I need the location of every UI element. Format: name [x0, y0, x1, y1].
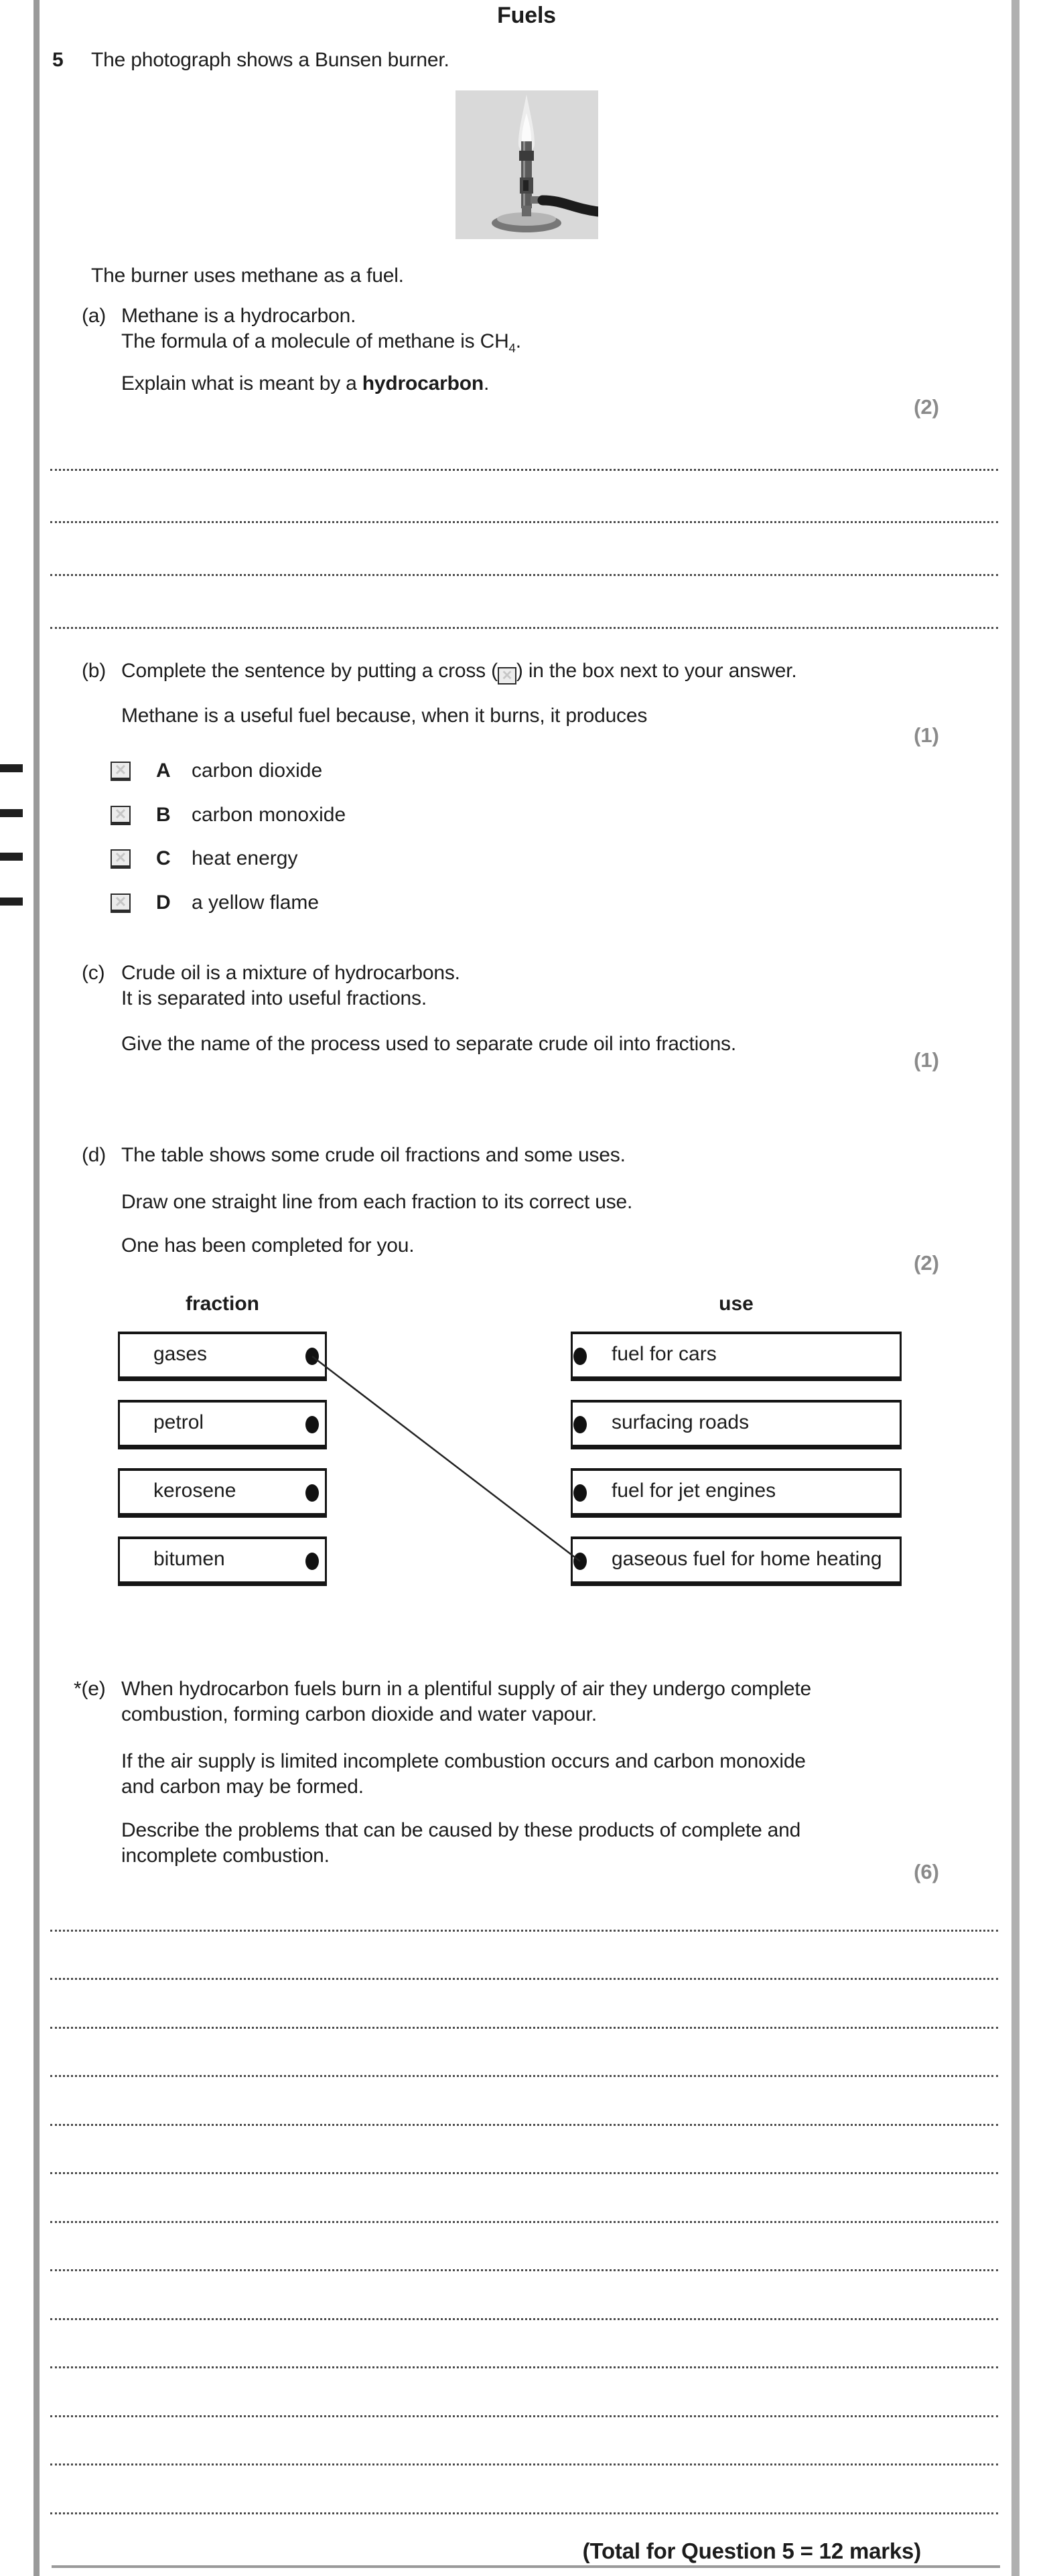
part-e-para3-line1: Describe the problems that can be caused… — [121, 1819, 801, 1841]
answer-line[interactable] — [50, 2124, 998, 2126]
use-box-fuel-for-jet-engines: fuel for jet engines — [571, 1468, 902, 1518]
answer-line[interactable] — [50, 1930, 998, 1932]
answer-line[interactable] — [50, 2172, 998, 2174]
fraction-box-petrol: petrol — [118, 1400, 327, 1449]
answer-line[interactable] — [50, 2027, 998, 2029]
part-c-prompt: Give the name of the process used to sep… — [121, 1033, 736, 1055]
answer-line[interactable] — [50, 627, 998, 629]
marks-badge-d: (2) — [914, 1251, 939, 1275]
part-a-line1: Methane is a hydrocarbon. — [121, 305, 356, 327]
option-letter: D — [156, 891, 171, 914]
question-number: 5 — [52, 49, 64, 71]
answer-line[interactable] — [50, 2221, 998, 2223]
option-checkbox-a[interactable]: ✕ — [111, 762, 131, 781]
use-box-fuel-for-cars: fuel for cars — [571, 1332, 902, 1381]
bunsen-burner-illustration — [492, 94, 604, 232]
fuel-statement: The burner uses methane as a fuel. — [91, 265, 404, 287]
binding-mark — [0, 853, 23, 861]
part-b-label: (b) — [82, 660, 107, 682]
option-checkbox-c[interactable]: ✕ — [111, 849, 131, 869]
part-e-para2-line1: If the air supply is limited incomplete … — [121, 1750, 806, 1772]
option-row-d: ✕ D a yellow flame — [111, 891, 579, 918]
answer-line[interactable] — [50, 2463, 998, 2465]
part-c-label: (c) — [82, 962, 105, 984]
part-a-label: (a) — [82, 305, 107, 327]
part-c-line1: Crude oil is a mixture of hydrocarbons. — [121, 962, 460, 984]
part-e-para3-line2: incomplete combustion. — [121, 1845, 330, 1867]
use-dot-surfacing-roads[interactable] — [573, 1416, 587, 1433]
fraction-box-gases: gases — [118, 1332, 327, 1381]
part-e-para2-line2: and carbon may be formed. — [121, 1776, 364, 1798]
part-c-line2: It is separated into useful fractions. — [121, 987, 427, 1009]
use-box-surfacing-roads: surfacing roads — [571, 1400, 902, 1449]
answer-line[interactable] — [50, 2366, 998, 2368]
page-title: Fuels — [497, 3, 556, 28]
answer-line[interactable] — [50, 521, 998, 523]
fraction-dot-kerosene[interactable] — [305, 1484, 319, 1502]
answer-line[interactable] — [50, 2075, 998, 2077]
page-bottom-rule — [52, 2565, 1000, 2568]
column-header-use: use — [719, 1293, 754, 1315]
option-text: a yellow flame — [192, 891, 320, 914]
binding-mark — [0, 764, 23, 772]
fraction-dot-gases[interactable] — [305, 1348, 319, 1365]
option-letter: C — [156, 847, 171, 869]
answer-line[interactable] — [50, 1978, 998, 1980]
answer-line[interactable] — [50, 2512, 998, 2514]
use-box-gaseous-fuel: gaseous fuel for home heating — [571, 1536, 902, 1586]
answer-line[interactable] — [50, 469, 998, 471]
fraction-box-kerosene: kerosene — [118, 1468, 327, 1518]
marks-badge-a: (2) — [914, 395, 939, 419]
formula-subscript: 4 — [508, 341, 516, 355]
use-dot-fuel-for-cars[interactable] — [573, 1348, 587, 1365]
part-e-para1-line2: combustion, forming carbon dioxide and w… — [121, 1703, 598, 1725]
option-row-b: ✕ B carbon monoxide — [111, 804, 579, 831]
part-a-prompt: Explain what is meant by a hydrocarbon. — [121, 372, 490, 395]
answer-line[interactable] — [50, 2415, 998, 2417]
part-b-sentence: Methane is a useful fuel because, when i… — [121, 705, 648, 727]
answer-line[interactable] — [50, 2269, 998, 2271]
part-e-para1-line1: When hydrocarbon fuels burn in a plentif… — [121, 1678, 812, 1700]
use-dot-gaseous-fuel[interactable] — [573, 1553, 587, 1570]
left-page-edge-bar — [33, 0, 40, 2576]
option-row-c: ✕ C heat energy — [111, 847, 579, 874]
part-a-formula: The formula of a molecule of methane is … — [121, 330, 521, 355]
fraction-dot-petrol[interactable] — [305, 1416, 319, 1433]
fraction-dot-bitumen[interactable] — [305, 1553, 319, 1570]
fraction-box-bitumen: bitumen — [118, 1536, 327, 1586]
answer-line[interactable] — [50, 574, 998, 576]
use-dot-fuel-for-jet-engines[interactable] — [573, 1484, 587, 1502]
part-d-line2: Draw one straight line from each fractio… — [121, 1191, 633, 1213]
bunsen-burner-photo — [455, 90, 604, 239]
question-total: (Total for Question 5 = 12 marks) — [582, 2538, 922, 2563]
answer-line[interactable] — [50, 2318, 998, 2320]
option-row-a: ✕ A carbon dioxide — [111, 760, 579, 786]
option-text: carbon monoxide — [192, 804, 346, 826]
marks-badge-c: (1) — [914, 1048, 939, 1072]
binding-mark — [0, 898, 23, 906]
marks-badge-b: (1) — [914, 723, 939, 747]
option-text: heat energy — [192, 847, 298, 869]
question-intro: The photograph shows a Bunsen burner. — [91, 49, 449, 71]
part-d-line1: The table shows some crude oil fractions… — [121, 1144, 626, 1166]
binding-mark — [0, 809, 23, 817]
option-checkbox-d[interactable]: ✕ — [111, 893, 131, 913]
column-header-fraction: fraction — [185, 1293, 259, 1315]
right-page-edge-bar — [1011, 0, 1020, 2576]
marks-badge-e: (6) — [914, 1860, 939, 1883]
part-d-line3: One has been completed for you. — [121, 1234, 415, 1257]
cross-in-box-icon: ✕ — [497, 666, 516, 685]
part-b-prompt: Complete the sentence by putting a cross… — [121, 660, 797, 685]
option-text: carbon dioxide — [192, 760, 323, 782]
part-e-label: *(e) — [74, 1678, 106, 1700]
part-d-label: (d) — [82, 1144, 107, 1166]
option-letter: A — [156, 760, 171, 782]
option-letter: B — [156, 804, 171, 826]
option-checkbox-b[interactable]: ✕ — [111, 806, 131, 825]
